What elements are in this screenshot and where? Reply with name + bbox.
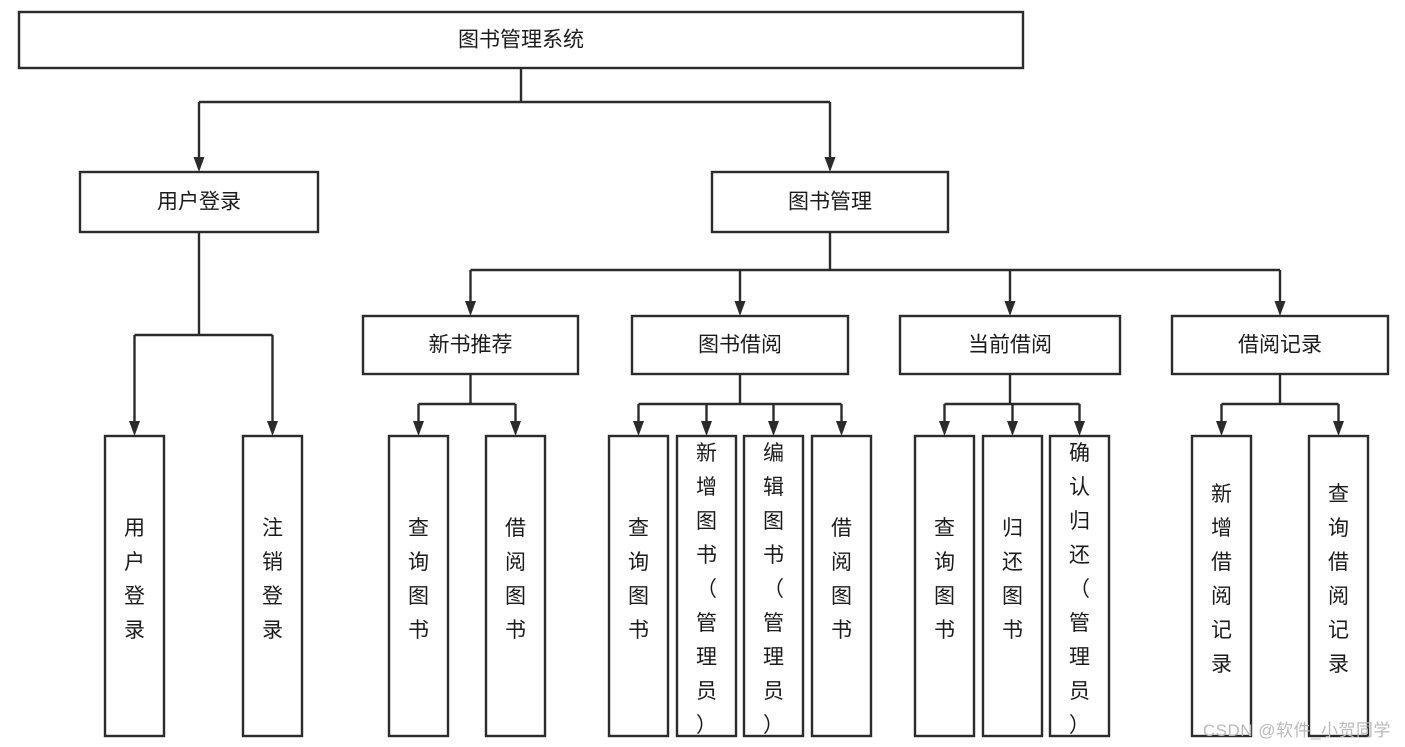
node-label: 新书推荐 xyxy=(429,334,513,357)
node-bookmgmt[interactable]: 图书管理 xyxy=(710,170,950,234)
node-label: 图书借阅 xyxy=(698,334,782,357)
node-label: 新增图书（管理员） xyxy=(696,442,717,737)
node-box[interactable] xyxy=(607,434,670,738)
node-box[interactable] xyxy=(1048,434,1111,738)
node-label: 新增借阅记录 xyxy=(1211,483,1232,676)
node-newbook[interactable]: 新书推荐 xyxy=(361,314,580,376)
arrow-head-icon xyxy=(824,157,836,172)
node-box[interactable] xyxy=(810,434,873,738)
node-login[interactable]: 用户登录 xyxy=(78,170,320,234)
node-label: 查询图书 xyxy=(408,517,429,642)
node-leaf13[interactable]: 查询借阅记录 xyxy=(1307,434,1370,738)
arrow-head-icon xyxy=(633,421,644,436)
arrow-head-icon xyxy=(129,421,140,436)
node-leaf10[interactable]: 归还图书 xyxy=(981,434,1044,738)
node-label: 查询借阅记录 xyxy=(1328,483,1349,676)
node-leaf8[interactable]: 借阅图书 xyxy=(810,434,873,738)
node-label: 图书管理系统 xyxy=(458,29,584,52)
node-box[interactable] xyxy=(361,314,580,376)
node-box[interactable] xyxy=(710,170,950,234)
arrow-head-icon xyxy=(193,157,205,172)
arrow-head-icon xyxy=(413,421,424,436)
connector-layer xyxy=(129,68,1344,436)
node-leaf12[interactable]: 新增借阅记录 xyxy=(1190,434,1253,738)
node-label: 借阅图书 xyxy=(831,517,852,642)
node-box[interactable] xyxy=(1190,434,1253,738)
node-leaf9[interactable]: 查询图书 xyxy=(913,434,976,738)
node-records[interactable]: 借阅记录 xyxy=(1170,314,1390,376)
node-box[interactable] xyxy=(241,434,304,738)
node-box[interactable] xyxy=(17,10,1025,70)
node-box[interactable] xyxy=(742,434,805,738)
arrow-head-icon xyxy=(465,301,476,316)
connector-records xyxy=(1216,374,1344,436)
node-label: 归还图书 xyxy=(1002,517,1023,642)
node-leaf2[interactable]: 注销登录 xyxy=(241,434,304,738)
arrow-head-icon xyxy=(1274,301,1286,316)
node-box[interactable] xyxy=(981,434,1044,738)
connector-bookmgmt xyxy=(465,232,1286,316)
arrow-head-icon xyxy=(267,421,278,436)
arrow-head-icon xyxy=(836,421,847,436)
arrow-head-icon xyxy=(1216,421,1227,436)
node-label: 借阅图书 xyxy=(505,517,526,642)
node-label: 编辑图书（管理员） xyxy=(763,442,784,737)
node-root[interactable]: 图书管理系统 xyxy=(17,10,1025,70)
node-label: 注销登录 xyxy=(262,517,283,642)
node-box[interactable] xyxy=(387,434,450,738)
arrow-head-icon xyxy=(1074,421,1085,436)
node-leaf4[interactable]: 借阅图书 xyxy=(484,434,547,738)
node-leaf1[interactable]: 用户登录 xyxy=(103,434,166,738)
arrow-head-icon xyxy=(1333,421,1344,436)
node-box[interactable] xyxy=(78,170,320,234)
arrow-head-icon xyxy=(1007,421,1018,436)
node-leaf6[interactable]: 新增图书（管理员） xyxy=(675,434,738,738)
node-box[interactable] xyxy=(630,314,850,376)
node-box[interactable] xyxy=(1307,434,1370,738)
node-leaf7[interactable]: 编辑图书（管理员） xyxy=(742,434,805,738)
node-label: 用户登录 xyxy=(124,517,145,642)
arrow-head-icon xyxy=(939,421,950,436)
arrow-head-icon xyxy=(510,421,521,436)
node-box[interactable] xyxy=(898,314,1122,376)
node-label: 用户登录 xyxy=(157,191,241,214)
connector-root xyxy=(193,68,836,172)
connector-current xyxy=(939,374,1085,436)
node-label: 图书管理 xyxy=(788,191,872,214)
node-box[interactable] xyxy=(913,434,976,738)
node-box[interactable] xyxy=(1170,314,1390,376)
arrow-head-icon xyxy=(734,301,746,316)
node-box[interactable] xyxy=(484,434,547,738)
node-leaf5[interactable]: 查询图书 xyxy=(607,434,670,738)
node-leaf11[interactable]: 确认归还（管理员） xyxy=(1048,434,1111,738)
connector-login xyxy=(129,232,278,436)
watermark-text: CSDN @软件_小贺同学 xyxy=(1202,721,1391,740)
node-layer: 图书管理系统用户登录图书管理新书推荐图书借阅当前借阅借阅记录用户登录注销登录查询… xyxy=(17,10,1390,738)
connector-newbook xyxy=(413,374,521,436)
arrow-head-icon xyxy=(768,421,779,436)
node-label: 查询图书 xyxy=(628,517,649,642)
node-label: 查询图书 xyxy=(934,517,955,642)
node-current[interactable]: 当前借阅 xyxy=(898,314,1122,376)
node-label: 当前借阅 xyxy=(968,334,1052,357)
node-borrow[interactable]: 图书借阅 xyxy=(630,314,850,376)
node-label: 借阅记录 xyxy=(1238,334,1322,357)
node-label: 确认归还（管理员） xyxy=(1069,442,1090,737)
node-box[interactable] xyxy=(103,434,166,738)
node-leaf3[interactable]: 查询图书 xyxy=(387,434,450,738)
node-box[interactable] xyxy=(675,434,738,738)
arrow-head-icon xyxy=(1004,301,1016,316)
arrow-head-icon xyxy=(701,421,712,436)
connector-borrow xyxy=(633,374,847,436)
